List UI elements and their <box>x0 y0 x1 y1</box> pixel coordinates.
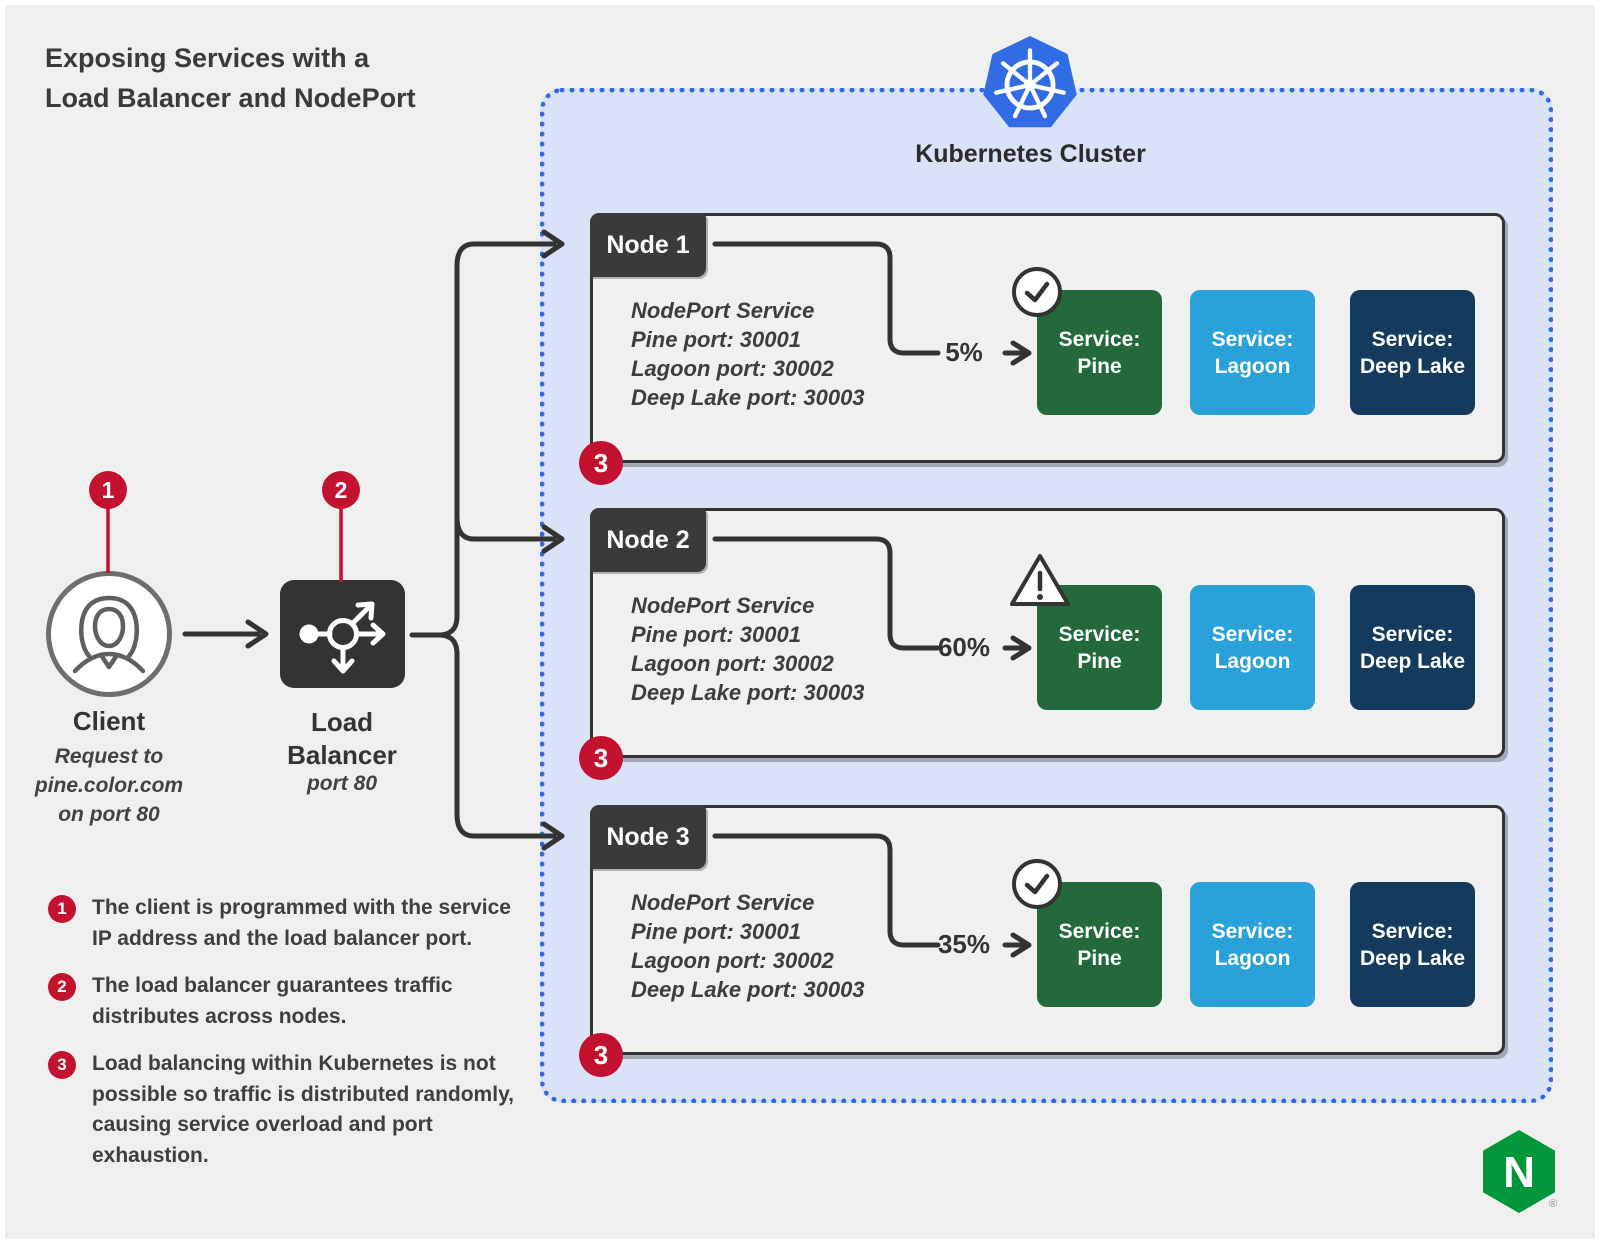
node-2-traffic-percent: 60% <box>937 632 991 662</box>
node-1-port-info: NodePort Service Pine port: 30001 Lagoon… <box>631 298 865 410</box>
legend-badge-2: 2 <box>48 973 76 1001</box>
load-balancer-label: Load Balancer <box>287 707 397 770</box>
node-3-tab: Node 3 <box>590 805 706 869</box>
node-3-traffic-percent: 35% <box>937 929 991 959</box>
node-2-step-3-badge: 3 <box>579 736 623 780</box>
load-balancer-icon <box>299 601 386 674</box>
step-2-badge: 2 <box>322 471 360 509</box>
client-request-note: Request to pine.color.com on port 80 <box>34 745 184 826</box>
registered-trademark: ® <box>1549 1198 1558 1210</box>
legend: 1 The client is programmed with the serv… <box>48 893 538 1188</box>
check-icon <box>1011 266 1063 318</box>
kubernetes-logo-icon <box>982 34 1078 134</box>
legend-item-1: 1 The client is programmed with the serv… <box>48 893 538 954</box>
step-1-badge: 1 <box>89 471 127 509</box>
node-3-box: Node 3 NodePort Service Pine port: 30001… <box>590 805 1505 1055</box>
warning-icon <box>1008 551 1072 611</box>
legend-badge-1: 1 <box>48 895 76 923</box>
legend-badge-3: 3 <box>48 1051 76 1079</box>
client-avatar <box>46 571 172 697</box>
check-icon <box>1011 858 1063 910</box>
node-1-traffic-percent: 5% <box>945 337 983 367</box>
node-3-port-info: NodePort Service Pine port: 30001 Lagoon… <box>631 890 865 1002</box>
node-3-title: Node 3 <box>606 822 690 851</box>
load-balancer-box <box>280 580 405 688</box>
svg-text:N: N <box>1503 1148 1535 1197</box>
node-1-service-lagoon: Service: Lagoon <box>1190 290 1315 415</box>
node-3-service-pine: Service: Pine <box>1037 882 1162 1007</box>
person-icon <box>72 595 146 674</box>
legend-item-2: 2 The load balancer guarantees traffic d… <box>48 971 538 1032</box>
legend-text-1: The client is programmed with the servic… <box>92 896 511 950</box>
legend-text-3: Load balancing within Kubernetes is not … <box>92 1052 515 1167</box>
cluster-title: Kubernetes Cluster <box>915 140 1146 168</box>
node-3-service-lagoon: Service: Lagoon <box>1190 882 1315 1007</box>
node-2-service-lagoon: Service: Lagoon <box>1190 585 1315 710</box>
legend-item-3: 3 Load balancing within Kubernetes is no… <box>48 1049 538 1171</box>
node-1-step-3-badge: 3 <box>579 441 623 485</box>
page-title: Exposing Services with a Load Balancer a… <box>45 43 416 113</box>
node-3-step-3-badge: 3 <box>579 1033 623 1077</box>
load-balancer-port: port 80 <box>306 772 377 795</box>
legend-text-2: The load balancer guarantees traffic dis… <box>92 974 453 1028</box>
node-1-tab: Node 1 <box>590 213 706 277</box>
node-1-service-deep-lake: Service: Deep Lake <box>1350 290 1475 415</box>
node-1-title: Node 1 <box>606 230 690 259</box>
node-2-service-deep-lake: Service: Deep Lake <box>1350 585 1475 710</box>
node-2-box: Node 2 NodePort Service Pine port: 30001… <box>590 508 1505 758</box>
node-2-title: Node 2 <box>606 525 690 554</box>
node-1-service-pine: Service: Pine <box>1037 290 1162 415</box>
node-2-tab: Node 2 <box>590 508 706 572</box>
client-label: Client <box>72 706 146 736</box>
nginx-logo: N <box>1483 1130 1555 1213</box>
node-3-service-deep-lake: Service: Deep Lake <box>1350 882 1475 1007</box>
node-1-box: Node 1 NodePort Service Pine port: 30001… <box>590 213 1505 463</box>
node-2-port-info: NodePort Service Pine port: 30001 Lagoon… <box>631 593 865 705</box>
